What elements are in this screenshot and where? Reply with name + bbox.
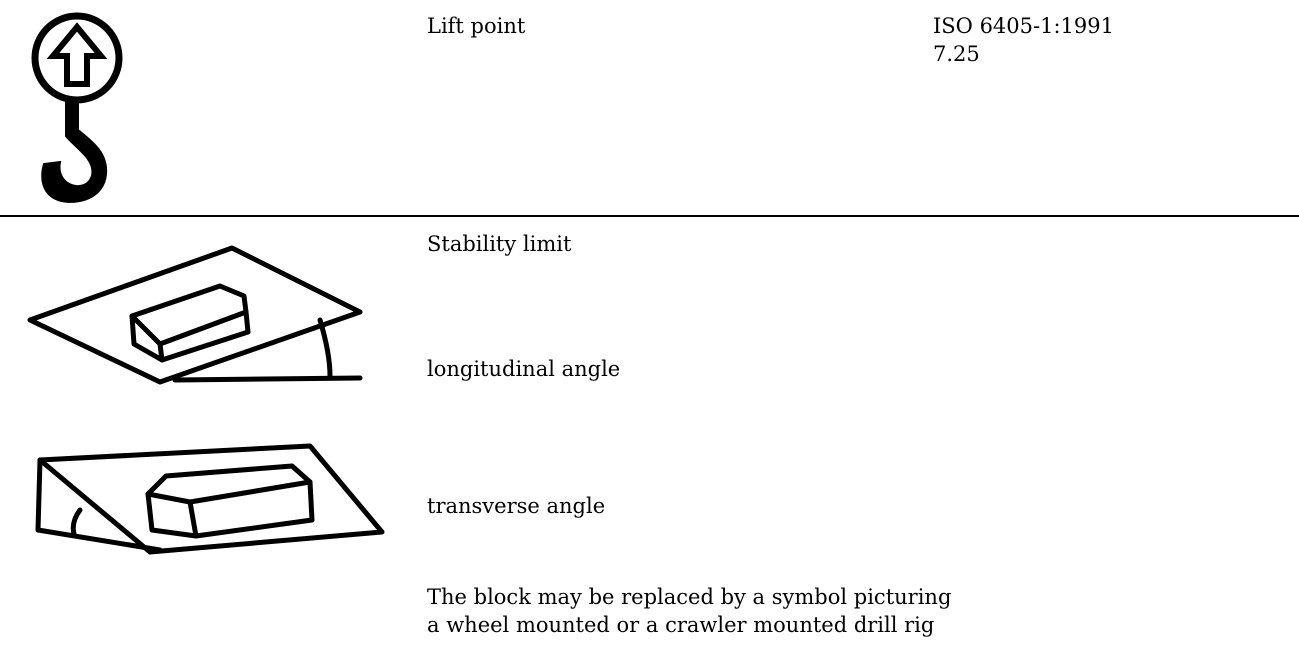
clause-number: 7.25 [933,42,980,66]
lift-point-hook-icon [31,12,123,203]
row-divider [0,215,1299,217]
transverse-angle-icon [35,443,385,555]
longitudinal-angle-icon [27,245,363,385]
lift-point-label: Lift point [427,14,526,38]
transverse-angle-label: transverse angle [427,494,606,518]
note-line-2: a wheel mounted or a crawler mounted dri… [427,613,935,637]
stability-limit-title: Stability limit [427,232,572,256]
longitudinal-angle-label: longitudinal angle [427,357,621,381]
note-line-1: The block may be replaced by a symbol pi… [427,585,952,609]
iso-reference: ISO 6405-1:1991 [933,14,1114,38]
